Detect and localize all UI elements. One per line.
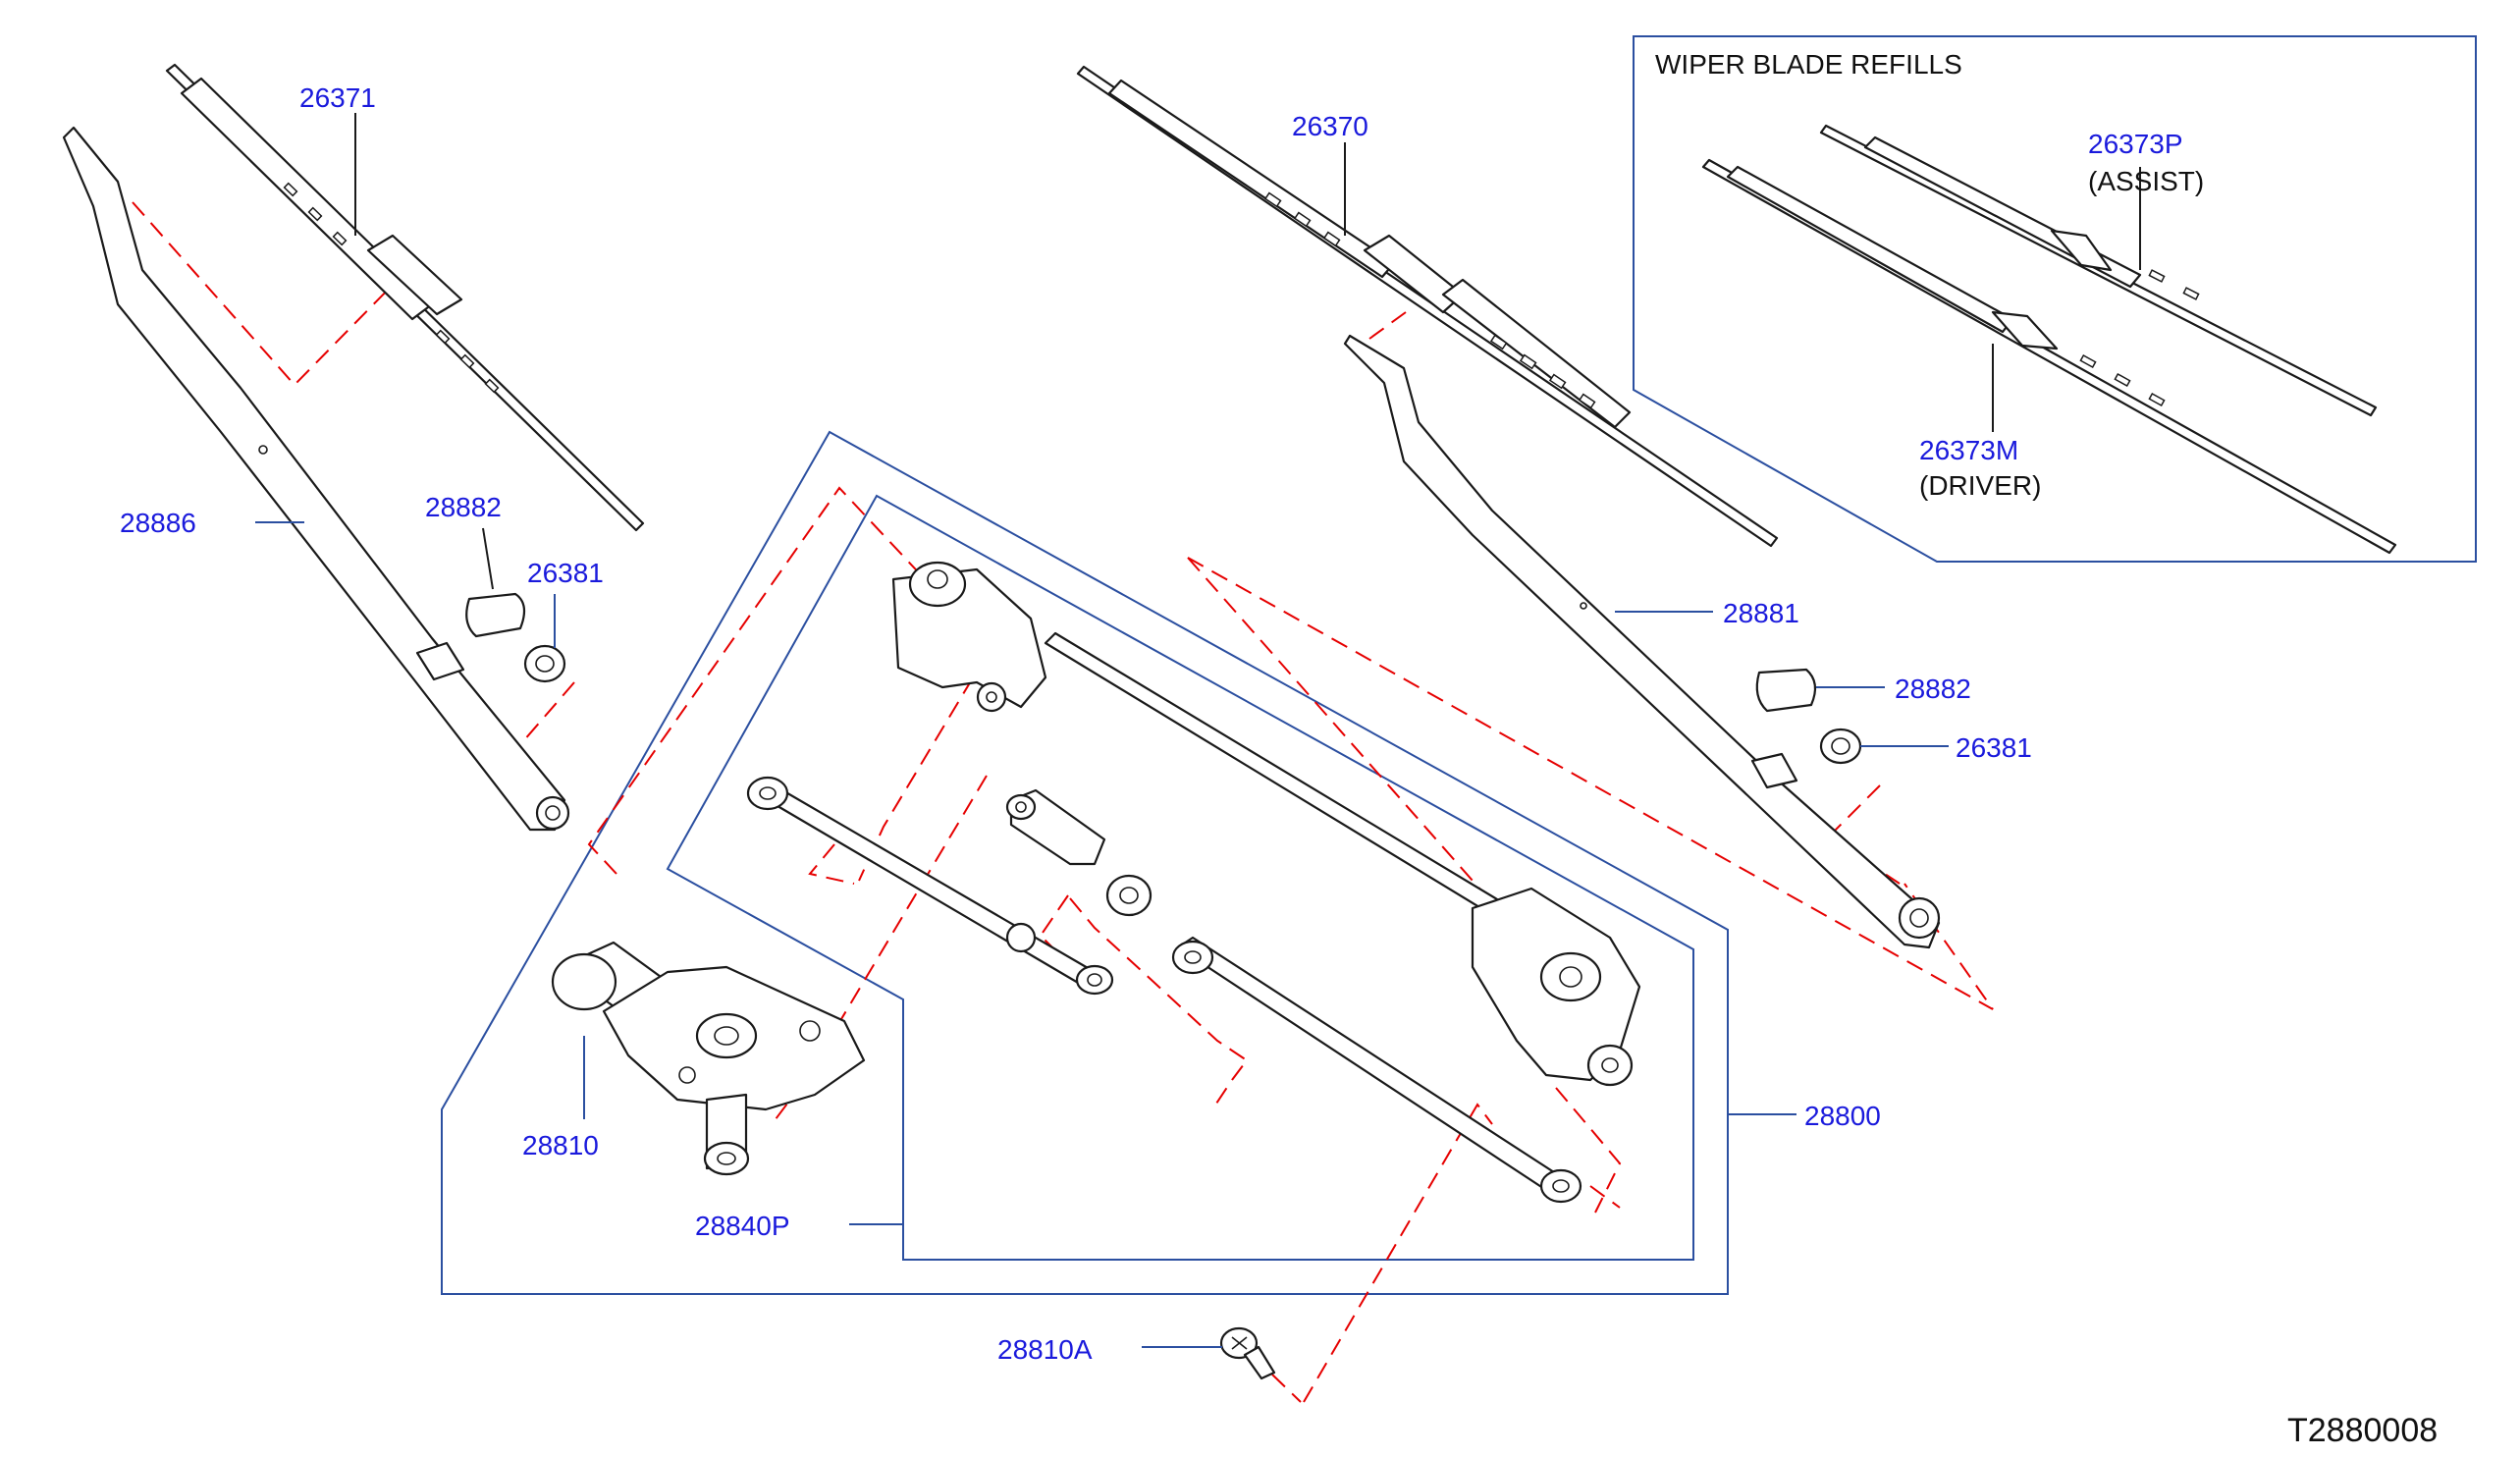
- phantom-screw-up: [1303, 1103, 1493, 1403]
- part-labels: WIPER BLADE REFILLS 26373P (ASSIST) 2637…: [120, 49, 2438, 1449]
- diagram-code: T2880008: [2287, 1412, 2438, 1449]
- linkage-assembly-outer-frame: [441, 430, 1729, 1295]
- label-arm-left[interactable]: 28886: [120, 508, 196, 538]
- linkage-crank-link: [1005, 788, 1106, 866]
- label-screw[interactable]: 28810A: [997, 1334, 1093, 1365]
- assembly-frames: [441, 35, 2477, 1295]
- refill-26373m: [1701, 158, 2397, 555]
- label-arm-right[interactable]: 28881: [1723, 598, 1799, 628]
- label-linkage-assy[interactable]: 28800: [1804, 1101, 1881, 1131]
- nut-left: [523, 644, 566, 683]
- phantom-left-arm-to-pivot: [587, 486, 929, 875]
- label-cap-left[interactable]: 28882: [425, 492, 502, 522]
- phantom-left-blade-to-arm: [132, 201, 394, 387]
- label-cap-right[interactable]: 28882: [1895, 674, 1971, 704]
- phantom-rod-left: [808, 843, 855, 885]
- label-linkage-kit[interactable]: 28840P: [695, 1211, 790, 1241]
- note-refill-assist: (ASSIST): [2088, 166, 2204, 196]
- arm-28881: [1343, 334, 1941, 949]
- linkage-rod-lower: [1171, 936, 1582, 1204]
- phantom-rod-right-end: [1589, 1185, 1621, 1209]
- phantom-right-arm-to-pivot: [1187, 557, 1565, 973]
- label-refill-driver[interactable]: 26373M: [1919, 435, 2018, 465]
- phantom-screw-tail: [1271, 1374, 1302, 1403]
- nut-right: [1819, 728, 1862, 765]
- label-motor[interactable]: 28810: [522, 1130, 599, 1160]
- wiper-motor-28810: [551, 941, 866, 1176]
- label-blade-right[interactable]: 26370: [1292, 111, 1368, 141]
- phantom-pivot-left-down: [858, 654, 988, 882]
- label-refill-assist[interactable]: 26373P: [2088, 129, 2183, 159]
- phantom-right-pivot-to-end: [1555, 1087, 1622, 1214]
- refills-frame: [1633, 35, 2477, 563]
- linkage-pivot-left: [891, 561, 1047, 713]
- linkage-bushing: [1105, 874, 1153, 917]
- linkage-rod-upper: [746, 776, 1114, 996]
- phantom-lines: [132, 201, 1994, 1403]
- cap-right: [1755, 668, 1817, 713]
- refills-title: WIPER BLADE REFILLS: [1655, 49, 1962, 80]
- phantom-right-blade-to-arm: [1368, 311, 1407, 340]
- linkage-pivot-right: [1471, 887, 1641, 1087]
- leader-lines: [255, 113, 2141, 1348]
- label-nut-left[interactable]: 26381: [527, 558, 604, 588]
- note-refill-driver: (DRIVER): [1919, 470, 2041, 501]
- blade-26371: [165, 63, 645, 532]
- cap-left: [465, 592, 526, 638]
- arm-28886: [62, 126, 570, 832]
- phantom-crank-bushing: [1069, 897, 1249, 1110]
- blade-26370: [1076, 65, 1779, 548]
- refill-26373p: [1819, 124, 2378, 417]
- linkage-main-rod: [1044, 631, 1514, 923]
- label-blade-left[interactable]: 26371: [299, 82, 376, 113]
- screw-28810a: [1219, 1326, 1276, 1380]
- label-nut-right[interactable]: 26381: [1956, 732, 2032, 763]
- linkage-kit-inner-frame: [666, 494, 1694, 1261]
